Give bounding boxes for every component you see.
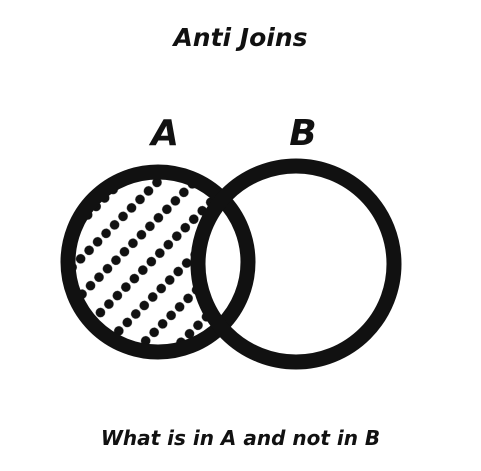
set-a-label: A [148,113,179,154]
set-a-circle [60,164,256,360]
set-b-circle [190,158,402,370]
diagram-caption: What is in A and not in B [100,426,381,450]
set-b-label: B [289,113,316,154]
diagram-title: Anti Joins [173,23,308,52]
